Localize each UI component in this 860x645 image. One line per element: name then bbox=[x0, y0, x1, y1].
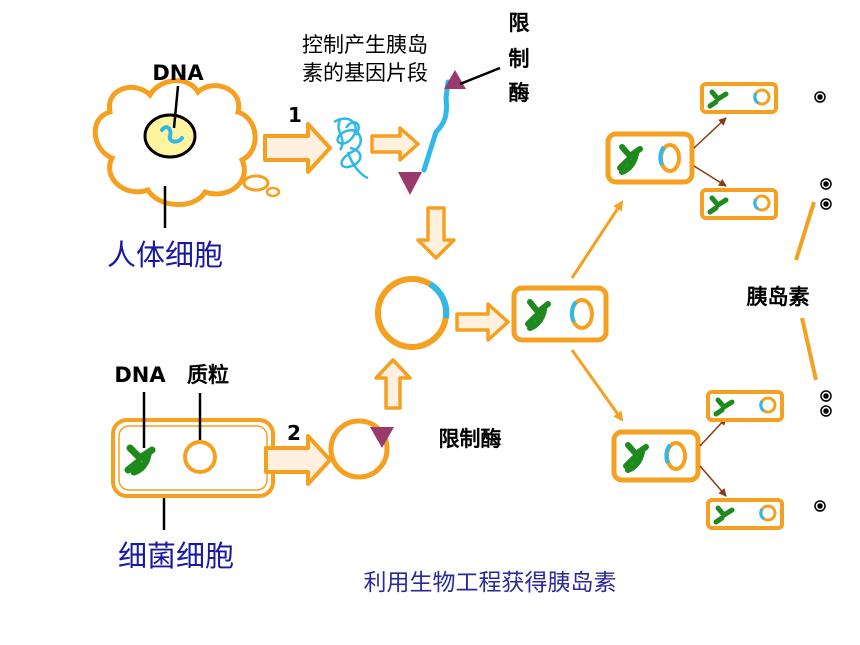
step-2-arrow bbox=[264, 434, 332, 486]
enzyme-label-v1: 限 bbox=[509, 11, 530, 35]
human-cell bbox=[92, 78, 281, 207]
gene-label-line2: 素的基因片段 bbox=[302, 61, 428, 85]
up-arrow bbox=[374, 358, 412, 410]
bullseye-icon bbox=[820, 178, 832, 190]
bullseye-icon bbox=[814, 91, 826, 103]
enzyme-label-v2: 制 bbox=[509, 47, 530, 71]
transformed-bacterium bbox=[511, 285, 609, 343]
gene-label-line1: 控制产生胰岛 bbox=[302, 33, 428, 57]
bullseye-icon bbox=[820, 405, 832, 417]
step-1-label: 1 bbox=[288, 103, 302, 127]
human-cell-label: 人体细胞 bbox=[107, 238, 223, 272]
bacterial-dna bbox=[124, 444, 156, 476]
dna-label-bottom: DNA bbox=[114, 363, 166, 387]
enzyme-triangle-bottom bbox=[398, 172, 422, 195]
bullseye-icon bbox=[820, 198, 832, 210]
step-2-label: 2 bbox=[287, 421, 301, 445]
bacteria-cell bbox=[111, 418, 275, 498]
inserted-gene bbox=[428, 281, 450, 319]
bullseye-icon bbox=[820, 390, 832, 402]
arrow-to-transformed bbox=[455, 302, 510, 342]
enzyme-label-h: 限制酶 bbox=[439, 427, 502, 451]
insulin-label: 胰岛素 bbox=[747, 285, 810, 309]
bullseye-icon bbox=[814, 500, 826, 512]
down-arrow bbox=[416, 206, 456, 260]
gene-fragment bbox=[421, 79, 451, 173]
diagram-caption: 利用生物工程获得胰岛素 bbox=[364, 570, 617, 596]
arrow-to-gene bbox=[370, 126, 420, 162]
enzyme-label-v3: 酶 bbox=[509, 81, 530, 105]
daughter-bacterium-4 bbox=[706, 498, 784, 530]
daughter-bacterium-1 bbox=[700, 82, 778, 114]
bacteria-cell-label: 细菌细胞 bbox=[118, 539, 234, 573]
enzyme-triangle-top bbox=[444, 70, 466, 89]
plasmid-label: 质粒 bbox=[187, 363, 229, 387]
enzyme-triangle-plasmid bbox=[370, 427, 394, 448]
extracted-dna-tangle bbox=[333, 117, 369, 180]
dna-label-top: DNA bbox=[152, 61, 204, 85]
plasmid-in-cell bbox=[183, 440, 217, 474]
daughter-bacterium-2 bbox=[700, 188, 778, 220]
bacterium-top-mid bbox=[605, 131, 695, 185]
daughter-bacterium-3 bbox=[706, 390, 784, 422]
step-1-arrow bbox=[263, 122, 332, 174]
extracted-plasmid bbox=[328, 418, 390, 480]
bacterium-bottom-mid bbox=[611, 429, 701, 483]
human-dna-strand bbox=[160, 125, 184, 144]
